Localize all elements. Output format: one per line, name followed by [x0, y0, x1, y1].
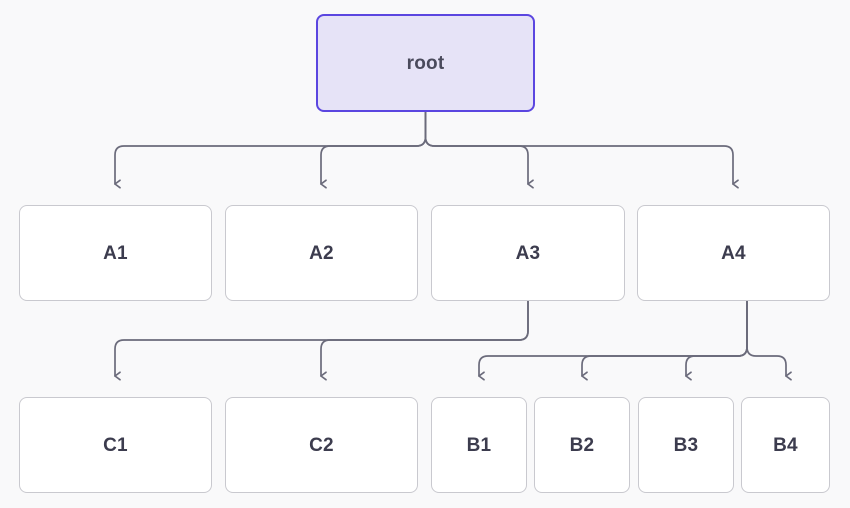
node-a2[interactable]: A2 [225, 205, 418, 301]
node-c1[interactable]: C1 [19, 397, 212, 493]
edge-root-a2 [320, 111, 427, 189]
edge-root-a4 [424, 111, 739, 189]
edge-a4-b1 [478, 300, 748, 381]
node-a1-label: A1 [103, 242, 128, 264]
edge-root-a1 [114, 111, 427, 189]
node-c1-label: C1 [103, 434, 128, 456]
node-c2[interactable]: C2 [225, 397, 418, 493]
node-b2-label: B2 [569, 434, 595, 456]
node-a1[interactable]: A1 [19, 205, 212, 301]
node-b4-label: B4 [773, 434, 798, 456]
node-root-label: root [406, 52, 445, 74]
node-c2-label: C2 [309, 434, 334, 456]
edge-root-a3 [424, 111, 534, 189]
edge-a3-c2 [320, 300, 529, 381]
node-b2[interactable]: B2 [534, 397, 630, 493]
node-b3[interactable]: B3 [638, 397, 734, 493]
node-b4[interactable]: B4 [741, 397, 830, 493]
node-a2-label: A2 [309, 242, 334, 264]
node-b1-label: B1 [466, 434, 492, 456]
node-b3-label: B3 [673, 434, 699, 456]
edge-a4-b3 [685, 300, 748, 381]
node-a4[interactable]: A4 [637, 205, 830, 301]
node-root[interactable]: root [316, 14, 535, 112]
node-a4-label: A4 [721, 242, 746, 264]
node-a3-label: A3 [515, 242, 541, 264]
node-b1[interactable]: B1 [431, 397, 527, 493]
edge-a4-b2 [581, 300, 748, 381]
node-a3[interactable]: A3 [431, 205, 625, 301]
edge-a4-b4 [746, 300, 792, 381]
